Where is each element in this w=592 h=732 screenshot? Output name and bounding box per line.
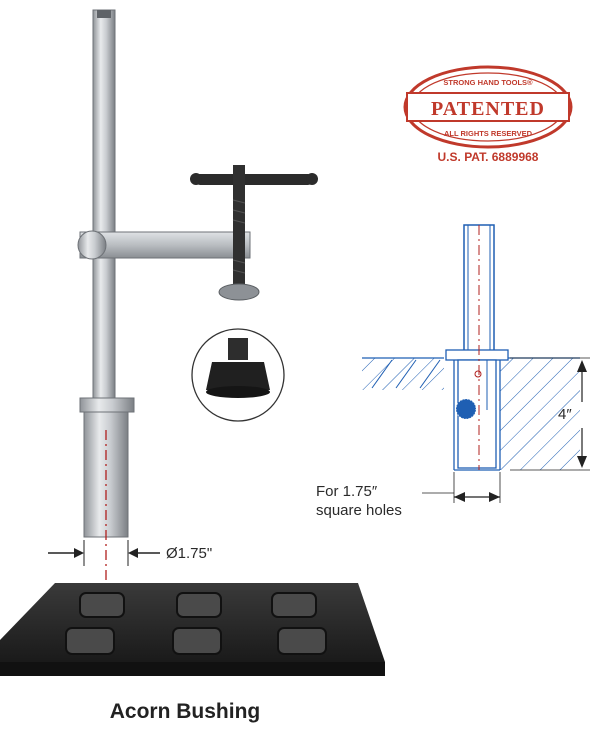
threaded-screw [233,165,245,285]
stamp-center-text: PATENTED [431,98,545,120]
section-collar [445,349,509,361]
product-caption: Acorn Bushing [109,700,261,723]
stamp-bottom-text: ALL RIGHTS RESERVED [444,129,533,138]
plate-hole [79,592,125,618]
plate-hole [277,627,327,655]
swivel-pad [218,283,260,301]
cross-section-diagram [362,224,590,503]
plate-hole [65,627,115,655]
patented-stamp: PATENTED STRONG HAND TOOLS® ALL RIGHTS R… [403,65,573,149]
depth-label: 4″ [558,406,572,423]
t-handle-bar [195,174,313,185]
locking-ball [456,399,476,419]
hole-note-line2: square holes [316,502,402,519]
hole-note-line1: For 1.75″ [316,483,378,500]
swivel-pad-detail [191,328,285,422]
patent-number: U.S. PAT. 6889968 [437,150,539,164]
plate-hole [172,627,222,655]
plate-hole [271,592,317,618]
diameter-label: Ø1.75" [166,545,213,562]
welding-table-plate [0,583,385,676]
acorn-bushing-collar [79,397,135,413]
plate-hole [176,592,222,618]
stamp-top-text: STRONG HAND TOOLS® [443,78,533,87]
clamp-post [92,9,116,406]
welding-clamp-product [48,9,318,580]
